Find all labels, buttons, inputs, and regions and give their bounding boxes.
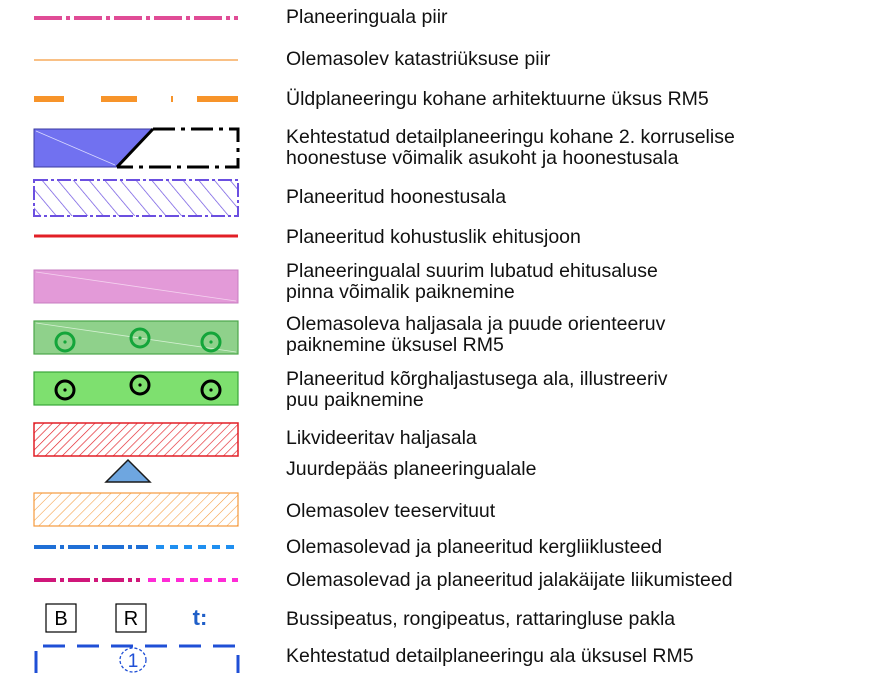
max-footprint-symbol bbox=[33, 269, 239, 304]
architectural-unit-symbol bbox=[34, 96, 238, 102]
legend-label-road-servitude: Olemasolev teeservituut bbox=[286, 500, 496, 522]
legend-label-planned-building-area: Planeeritud hoonestusala bbox=[286, 186, 507, 208]
planned-building-area-symbol bbox=[33, 179, 239, 217]
legend-label-detail-plan-building: Kehtestatud detailplaneeringu kohane 2. … bbox=[286, 126, 735, 169]
legend-label-planned-tall-greenery: Planeeritud kõrghaljastusega ala, illust… bbox=[286, 368, 668, 411]
bus-stop-letter: B bbox=[54, 608, 67, 630]
legend-label-detail-plan-area: Kehtestatud detailplaneeringu ala üksuse… bbox=[286, 645, 694, 667]
access-triangle-symbol bbox=[104, 458, 152, 483]
detail-plan-area-symbol: 1 bbox=[34, 644, 240, 673]
legend-label-stops: Bussipeatus, rongipeatus, rattaringluse … bbox=[286, 608, 676, 630]
legend-label-bicycle-path: Olemasolevad ja planeeritud kergliiklust… bbox=[286, 536, 663, 558]
detail-plan-building-symbol bbox=[33, 127, 240, 169]
legend-label-existing-greenery: Olemasoleva haljasala ja puude orienteer… bbox=[286, 313, 666, 356]
train-stop-icon bbox=[115, 603, 147, 633]
planned-tall-greenery-symbol bbox=[33, 371, 239, 406]
legend-label-cadastral-boundary: Olemasolev katastriüksuse piir bbox=[286, 48, 551, 70]
legend-label-max-footprint: Planeeringualal suurim lubatud ehitusalu… bbox=[286, 260, 658, 303]
train-stop-letter: R bbox=[124, 608, 138, 630]
legend-label-mandatory-building-line: Planeeritud kohustuslik ehitusjoon bbox=[286, 226, 581, 248]
stops-symbols: B R t: bbox=[45, 603, 208, 633]
bus-stop-icon bbox=[45, 603, 77, 633]
legend-label-planning-area-boundary: Planeeringuala piir bbox=[286, 6, 448, 28]
road-servitude-symbol bbox=[33, 492, 239, 527]
legend-label-access: Juurdepääs planeeringualale bbox=[286, 458, 537, 480]
removed-greenery-symbol bbox=[33, 422, 239, 457]
legend-label-removed-greenery: Likvideeritav haljasala bbox=[286, 427, 477, 449]
legend-label-pedestrian-path: Olemasolevad ja planeeritud jalakäijate … bbox=[286, 569, 733, 591]
detail-plan-number: 1 bbox=[128, 651, 139, 672]
legend-label-architectural-unit: Üldplaneeringu kohane arhitektuurne üksu… bbox=[286, 88, 709, 110]
bike-share-icon: t: bbox=[193, 605, 208, 630]
existing-greenery-symbol bbox=[33, 320, 239, 355]
